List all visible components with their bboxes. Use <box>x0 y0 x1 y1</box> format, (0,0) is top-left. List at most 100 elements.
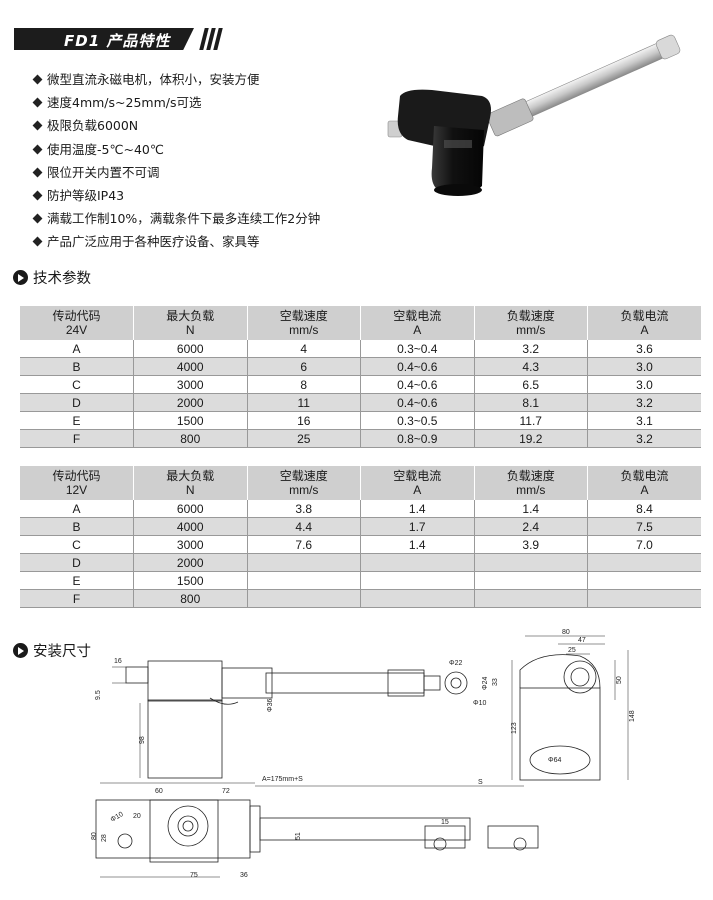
table-cell: 8.4 <box>587 500 701 518</box>
table-cell: C <box>20 535 134 554</box>
diamond-bullet-icon <box>32 120 43 131</box>
table-cell <box>587 589 701 608</box>
table-cell: 3.2 <box>587 429 701 448</box>
table-cell <box>587 571 701 590</box>
table-cell: 1.4 <box>473 500 588 518</box>
table-cell: 25 <box>246 429 361 448</box>
banner-background <box>14 28 194 50</box>
table-cell: 11.7 <box>473 411 588 430</box>
table-cell: B <box>20 357 134 376</box>
diamond-bullet-icon <box>32 97 43 108</box>
feature-item: 微型直流永磁电机，体积小，安装方便 <box>32 68 320 91</box>
dim-label: 80 <box>91 832 98 840</box>
diamond-bullet-icon <box>32 167 43 178</box>
table-cell: E <box>20 571 134 590</box>
table-cell: 3000 <box>133 375 247 394</box>
dim-label: 20 <box>133 813 141 820</box>
table-cell: 2000 <box>133 553 247 572</box>
dim-label: 25 <box>568 647 576 654</box>
table-cell: 2.4 <box>473 517 588 536</box>
table-cell: F <box>20 589 134 608</box>
diamond-bullet-icon <box>32 144 43 155</box>
table-cell: 4.4 <box>246 517 361 536</box>
dim-label: A=175mm+S <box>262 776 303 783</box>
table-cell: 16 <box>246 411 361 430</box>
table-cell: 4000 <box>133 357 247 376</box>
table-cell: 0.4~0.6 <box>360 357 474 376</box>
table-cell <box>360 589 474 608</box>
diamond-bullet-icon <box>32 236 43 247</box>
dimension-drawings: 16 9.5 98 Φ36 Φ22 Φ24 33 Φ10 80 47 25 50… <box>91 629 636 879</box>
table-cell: 6.5 <box>473 375 588 394</box>
table-cell: 3.8 <box>246 500 361 518</box>
section-title-install-dims: 安装尺寸 <box>13 640 91 661</box>
table-cell: 0.3~0.4 <box>360 340 474 358</box>
dim-label: 9.5 <box>95 690 102 700</box>
diamond-bullet-icon <box>32 213 43 224</box>
table-cell: 3.0 <box>587 375 701 394</box>
dim-label: Φ64 <box>548 757 561 764</box>
dim-label: 16 <box>114 658 122 665</box>
play-circle-icon <box>13 643 28 658</box>
feature-item: 满载工作制10%，满载条件下最多连续工作2分钟 <box>32 207 320 230</box>
table-cell: 3000 <box>133 535 247 554</box>
table-cell: 8 <box>246 375 361 394</box>
table-cell: 8.1 <box>473 393 588 412</box>
top-view-drawing <box>95 782 539 878</box>
feature-item: 产品广泛应用于各种医疗设备、家具等 <box>32 230 320 253</box>
table-cell: 3.1 <box>587 411 701 430</box>
table-cell: 1500 <box>133 571 247 590</box>
table-cell: 7.6 <box>246 535 361 554</box>
feature-item: 限位开关内置不可调 <box>32 161 320 184</box>
table-cell <box>360 571 474 590</box>
dim-label: 60 <box>155 788 163 795</box>
table-cell: 3.9 <box>473 535 588 554</box>
table-cell <box>473 589 588 608</box>
table-cell: 3.6 <box>587 340 701 358</box>
table-cell <box>246 589 361 608</box>
dim-label: 28 <box>101 834 108 842</box>
diamond-bullet-icon <box>32 190 43 201</box>
table-cell: 1.7 <box>360 517 474 536</box>
table-cell: D <box>20 553 134 572</box>
side-view-drawing <box>112 660 468 779</box>
table-cell: F <box>20 429 134 448</box>
banner-title: FD1 产品特性 <box>64 32 171 50</box>
actuator-product-photo <box>387 34 681 196</box>
dim-label: 148 <box>629 710 636 722</box>
table-cell: 1.4 <box>360 535 474 554</box>
table-cell: 1500 <box>133 411 247 430</box>
feature-item: 使用温度-5℃~40℃ <box>32 138 320 161</box>
table-cell: D <box>20 393 134 412</box>
table-cell <box>473 571 588 590</box>
table-cell: 4000 <box>133 517 247 536</box>
dim-label: 33 <box>492 678 499 686</box>
dim-label: 75 <box>190 872 198 879</box>
dim-label: 51 <box>295 832 302 840</box>
table-cell: 0.4~0.6 <box>360 393 474 412</box>
table-cell: 1.4 <box>360 500 474 518</box>
table-cell: 800 <box>133 429 247 448</box>
end-view-drawing <box>511 635 629 781</box>
table-cell: 7.5 <box>587 517 701 536</box>
dim-label: 15 <box>441 819 449 826</box>
table-cell: 3.2 <box>473 340 588 358</box>
table-cell: 6 <box>246 357 361 376</box>
dim-label: Φ10 <box>110 811 125 824</box>
feature-item: 极限负载6000N <box>32 114 320 137</box>
table-cell: 11 <box>246 393 361 412</box>
